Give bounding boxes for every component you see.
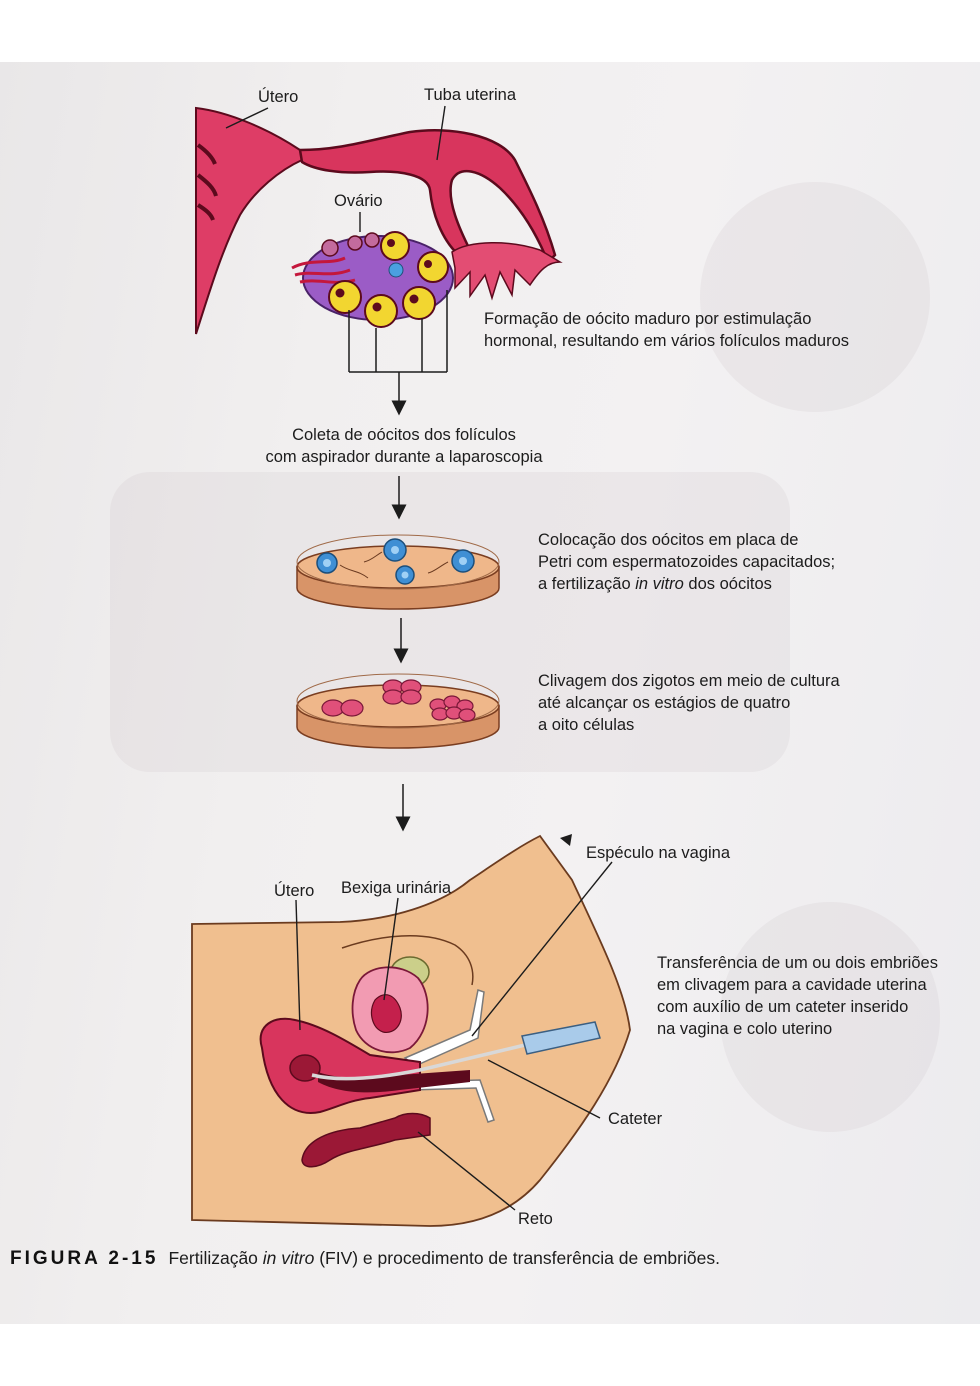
- bladder-inner: [370, 994, 402, 1034]
- catheter-line: [311, 1043, 526, 1081]
- caption-step1: Formação de oócito maduro por estimulaçã…: [484, 308, 849, 352]
- caption-line: até alcançar os estágios de quatro: [538, 694, 791, 712]
- four-cell-embryo: [382, 679, 422, 705]
- caption-line: a oito células: [538, 716, 635, 734]
- caption-line: Petri com espermatozoides capacitados;: [538, 553, 836, 571]
- caption-step3: Colocação dos oócitos em placa de Petri …: [538, 529, 835, 595]
- uterus-wall-shape: [195, 106, 304, 335]
- ink-mark: [560, 834, 572, 846]
- small-follicle: [321, 239, 339, 257]
- rectum-shape: [301, 1112, 431, 1168]
- pelvic-cross-section: [191, 834, 631, 1227]
- leader-line: [225, 107, 269, 129]
- uterus-inner-edge: [196, 143, 218, 221]
- leader-line: [471, 861, 613, 1037]
- label-especulo: Espéculo na vagina: [586, 844, 731, 862]
- figure-caption-text: (FIV) e procedimento de transferência de…: [314, 1248, 720, 1268]
- label-ovario: Ovário: [334, 192, 383, 210]
- caption-line: na vagina e colo uterino: [657, 1020, 833, 1038]
- leader-line: [383, 897, 399, 1001]
- caption-line: em clivagem para a cavidade uterina: [657, 976, 927, 994]
- blue-cell: [388, 262, 404, 278]
- caption-line: Transferência de um ou dois embriões: [657, 954, 938, 972]
- caption-line: Coleta de oócitos dos folículos: [292, 426, 516, 444]
- petri-dish-embryos: [296, 673, 500, 749]
- petri-dish-oocytes: [296, 534, 500, 610]
- caption-line: Clivagem dos zigotos em meio de cultura: [538, 672, 840, 690]
- caption-line: com auxílio de um cateter inserido: [657, 998, 909, 1016]
- leader-line: [487, 1059, 601, 1119]
- syringe-shape: [521, 1021, 601, 1055]
- eight-cell-embryo: [429, 695, 476, 722]
- label-utero-bottom: Útero: [274, 882, 315, 900]
- oocyte-group: [316, 538, 475, 585]
- bleed-through-shape: [720, 902, 940, 1132]
- two-cell-embryo: [321, 699, 364, 717]
- label-bexiga-urinaria: Bexiga urinária: [341, 879, 452, 897]
- caption-italic: in vitro: [635, 575, 684, 593]
- leader-line: [295, 899, 301, 1031]
- figure-caption-text: Fertilização: [168, 1248, 263, 1268]
- label-utero-top: Útero: [258, 88, 299, 106]
- fimbriae-shape: [451, 242, 563, 301]
- pelvic-outline: [341, 935, 474, 986]
- bleed-through-shape: [700, 182, 930, 412]
- label-tuba-uterina: Tuba uterina: [424, 86, 517, 104]
- uterus-tube-illustration: [195, 105, 563, 335]
- caption-step4: Clivagem dos zigotos em meio de cultura …: [538, 670, 840, 736]
- ivf-diagram: [191, 105, 631, 1227]
- uterine-tube-shape: [298, 128, 557, 265]
- caption-step5: Transferência de um ou dois embriões em …: [657, 952, 938, 1040]
- figure-caption: FIGURA 2-15 Fertilização in vitro (FIV) e…: [10, 1248, 910, 1270]
- caption-step2: Coleta de oócitos dos folículos com aspi…: [254, 424, 554, 468]
- label-cateter: Cateter: [608, 1110, 663, 1128]
- caption-line: Colocação dos oócitos em placa de: [538, 531, 799, 549]
- caption-line: Formação de oócito maduro por estimulaçã…: [484, 310, 812, 328]
- label-reto: Reto: [518, 1210, 553, 1228]
- collection-bracket: [348, 290, 448, 416]
- leader-line: [436, 105, 446, 161]
- caption-line: a fertilização in vitro dos oócitos: [538, 573, 835, 595]
- figure-number: FIGURA 2-15: [10, 1248, 159, 1269]
- vagina-canal: [318, 1070, 470, 1093]
- mature-follicles: [328, 231, 449, 328]
- small-follicle: [364, 232, 380, 248]
- textbook-page: Útero Tuba uterina Ovário Formação de oó…: [0, 62, 980, 1324]
- caption-fragment: dos oócitos: [683, 575, 772, 593]
- caption-line: hormonal, resultando em vários folículos…: [484, 332, 850, 350]
- figure-caption-italic: in vitro: [262, 1248, 315, 1268]
- sperm-tails: [339, 551, 449, 579]
- small-follicle: [347, 235, 363, 251]
- caption-fragment: a fertilização: [538, 575, 636, 593]
- caption-line: com aspirador durante a laparoscopia: [265, 448, 543, 466]
- leader-line: [417, 1131, 516, 1211]
